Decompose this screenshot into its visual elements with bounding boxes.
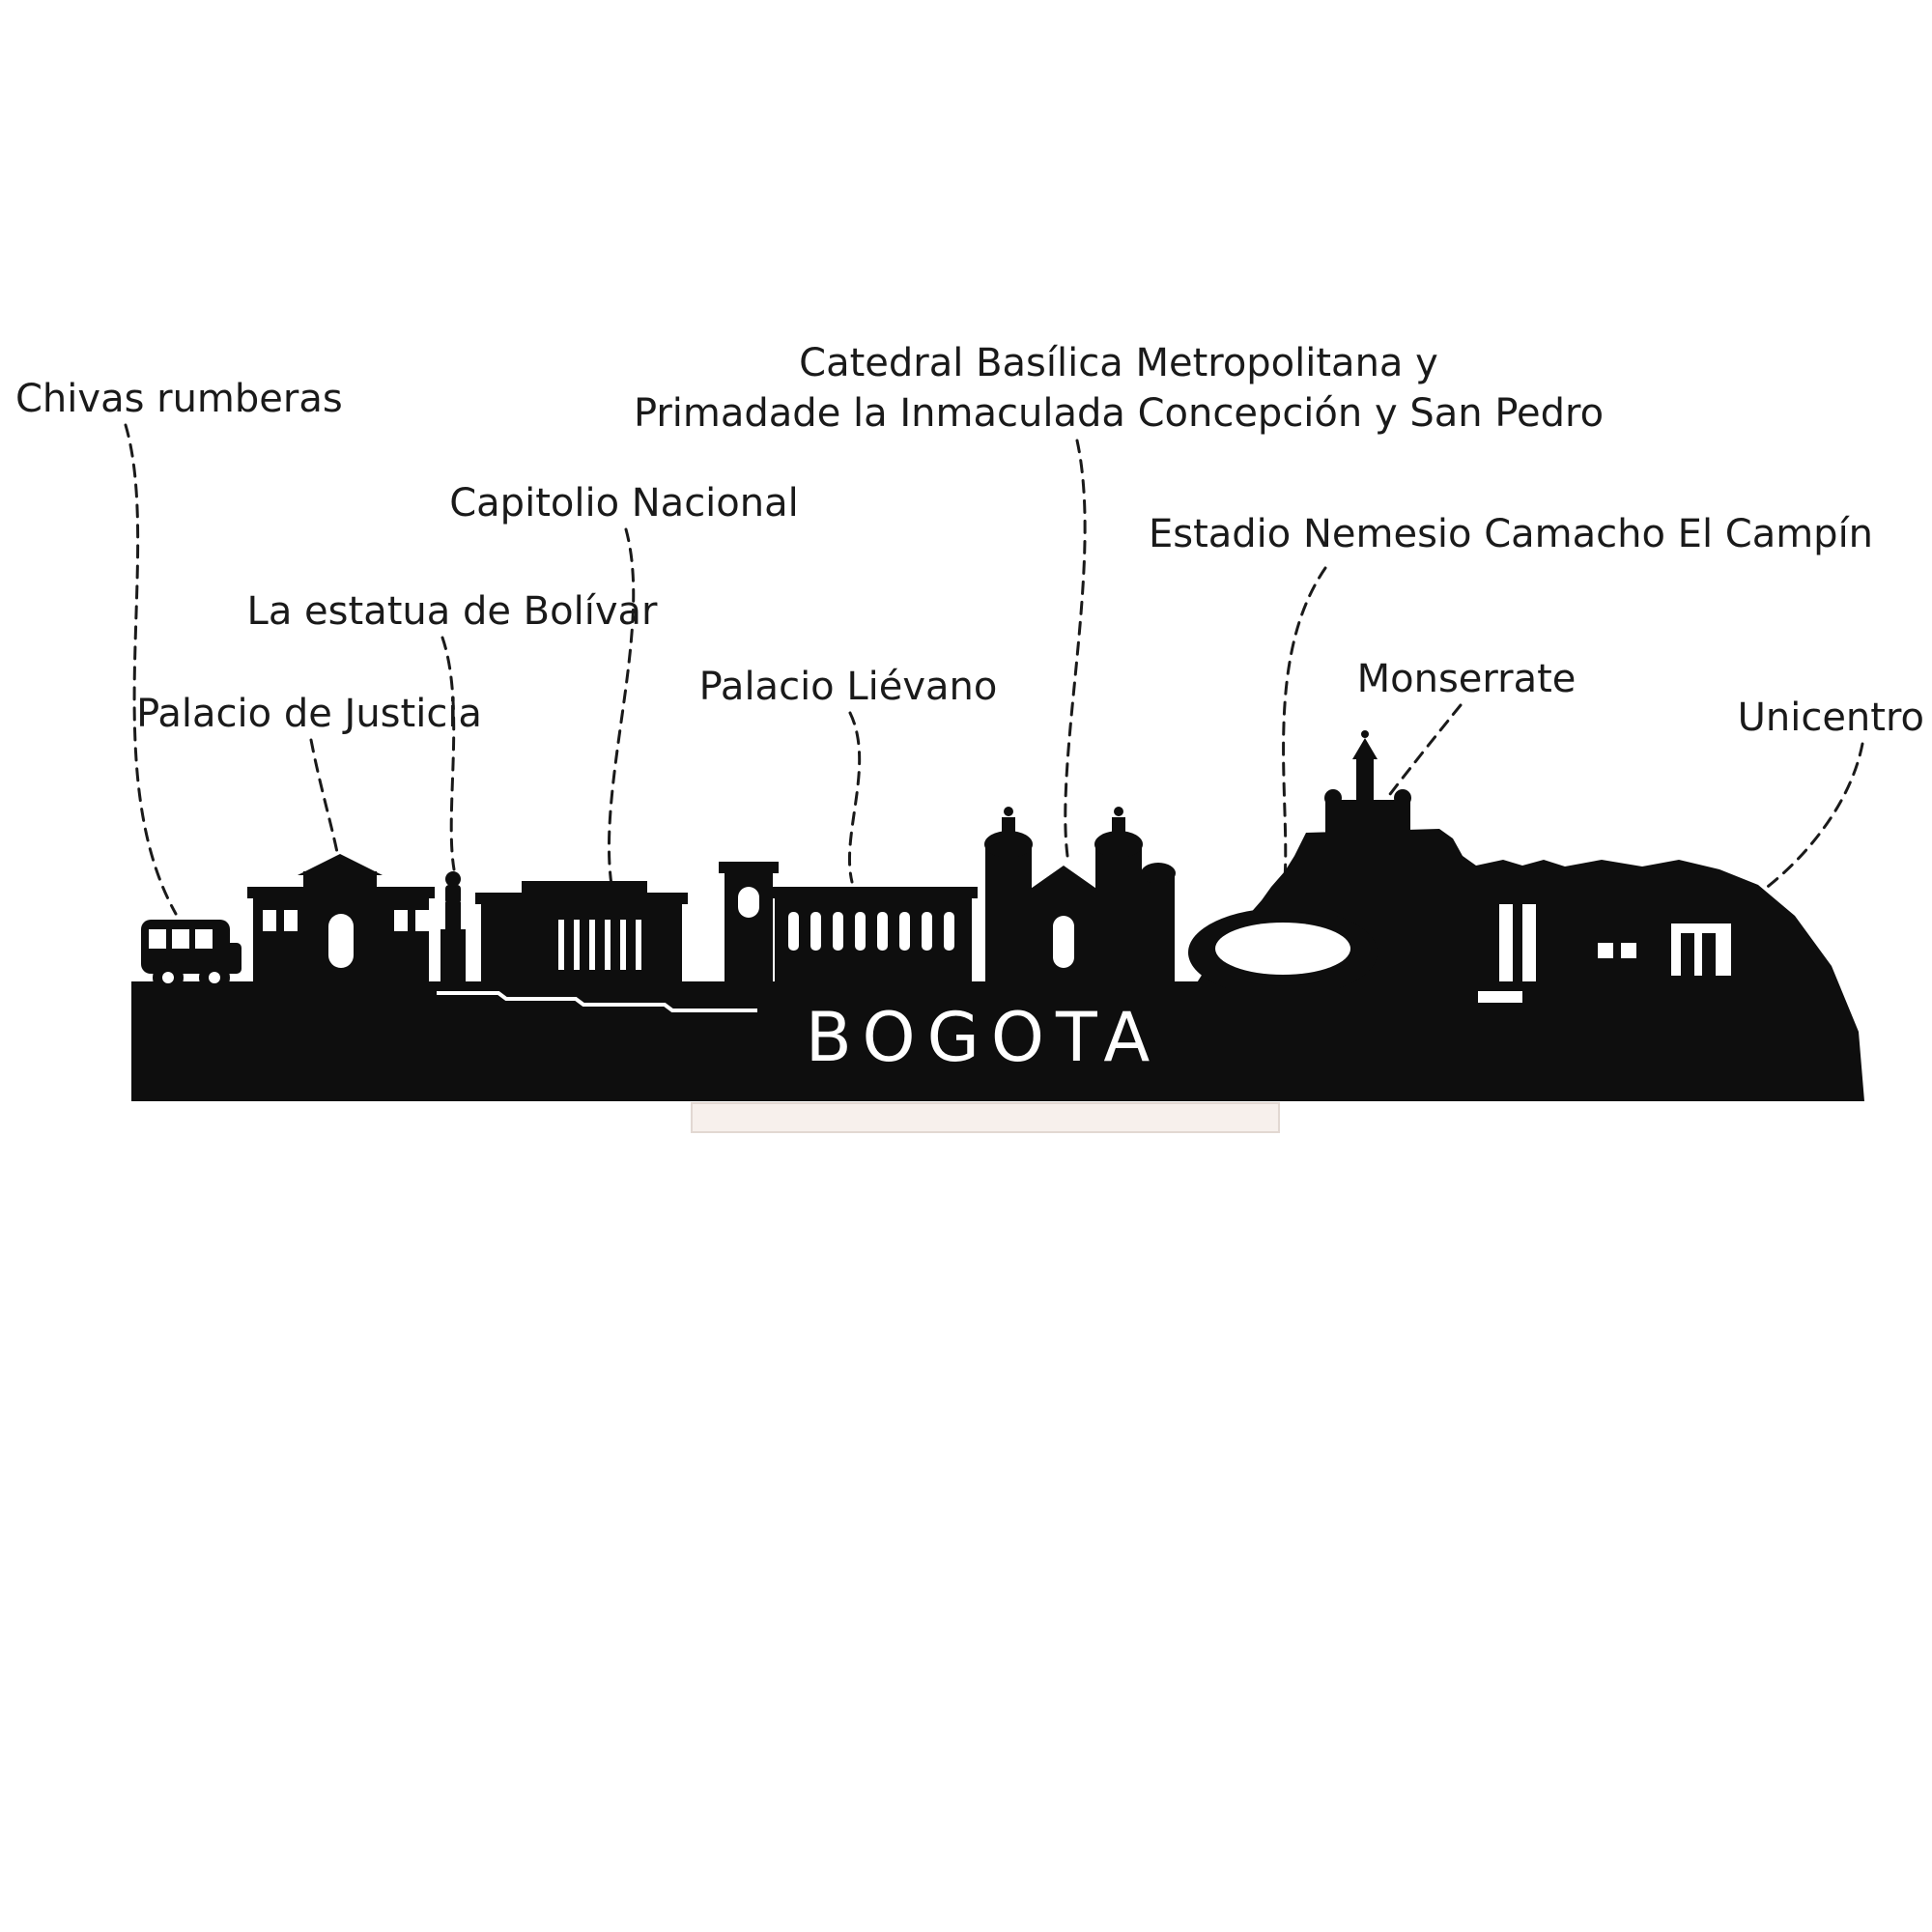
- bus-window-cutout: [149, 929, 166, 949]
- low-window-cutout: [1478, 991, 1522, 1003]
- leader-line-justicia: [309, 738, 342, 869]
- palacio-lievano-silhouette: [719, 862, 978, 985]
- catedral-silhouette: [984, 807, 1176, 985]
- city-name-cutout: BOGOTA: [806, 998, 1161, 1077]
- base-stand: [691, 1102, 1280, 1133]
- window-cutout: [263, 910, 276, 931]
- label-estadio-el-campin: Estadio Nemesio Camacho El Campín: [1148, 512, 1874, 556]
- label-estatua-de-bolivar: La estatua de Bolívar: [246, 589, 658, 634]
- leader-line-catedral: [1064, 439, 1087, 858]
- label-capitolio-nacional: Capitolio Nacional: [449, 481, 799, 526]
- arcade-arch-cutout: [788, 912, 799, 951]
- window-cutout: [284, 910, 298, 931]
- leader-line-bolivar: [440, 636, 456, 871]
- leader-line-chivas: [124, 423, 178, 916]
- monserrate-church-silhouette: [1324, 730, 1411, 842]
- arcade-arch-cutout: [922, 912, 932, 951]
- palacio-de-justicia-silhouette: [247, 854, 435, 985]
- bus-window-cutout: [195, 929, 213, 949]
- colonnade-slit: [620, 920, 626, 970]
- capitolio-nacional-silhouette: [475, 881, 688, 985]
- cathedral-door-cutout: [1053, 916, 1074, 968]
- arcade-arch-cutout: [833, 912, 843, 951]
- tower-window-cutout: [1522, 904, 1536, 981]
- tower-arch-cutout: [738, 887, 759, 918]
- road-line-cutout: [437, 991, 757, 1012]
- label-catedral-line1: Catedral Basílica Metropolitana y: [799, 341, 1438, 385]
- label-palacio-lievano: Palacio Liévano: [698, 665, 998, 709]
- arcade-arch-cutout: [877, 912, 888, 951]
- arcade-arch-cutout: [810, 912, 821, 951]
- colonnade-slit: [636, 920, 641, 970]
- colonnade-slit: [558, 920, 564, 970]
- window-cutout: [394, 910, 408, 931]
- leader-lines: [124, 423, 1864, 923]
- portal-door-cutout: [328, 914, 354, 968]
- label-chivas-rumberas: Chivas rumberas: [15, 377, 343, 421]
- arcade-arch-cutout: [855, 912, 866, 951]
- arcade-arch-cutout: [944, 912, 954, 951]
- arcade-arch-cutout: [899, 912, 910, 951]
- colonnade-slit: [589, 920, 595, 970]
- leader-line-lievano: [847, 711, 862, 884]
- label-palacio-de-justicia: Palacio de Justicia: [136, 692, 482, 736]
- stadium-field-cutout: [1215, 923, 1350, 975]
- label-monserrate: Monserrate: [1356, 657, 1577, 701]
- bogota-skyline-silhouette: BOGOTA: [131, 730, 1864, 1101]
- unicentro-area-cutouts: [1478, 904, 1731, 1003]
- unicentro-building-cutout: [1671, 923, 1731, 976]
- leader-line-monserrate: [1385, 703, 1463, 800]
- leader-line-capitolio: [608, 527, 636, 887]
- chiva-bus-silhouette: [141, 920, 242, 993]
- label-unicentro: Unicentro: [1737, 696, 1924, 740]
- colonnade-slit: [605, 920, 611, 970]
- bolivar-statue-silhouette: [440, 871, 466, 985]
- estadio-el-campin-silhouette: [1188, 908, 1378, 997]
- bus-window-cutout: [172, 929, 189, 949]
- square-window-cutout: [1598, 943, 1613, 958]
- label-catedral-line2: Primadade la Inmaculada Concepción y San…: [633, 391, 1605, 436]
- colonnade-slit: [574, 920, 580, 970]
- window-cutout: [415, 910, 429, 931]
- tower-window-cutout: [1499, 904, 1513, 981]
- ground-mass: [131, 981, 1208, 1101]
- label-catedral: Catedral Basílica Metropolitana y Primad…: [634, 338, 1604, 439]
- square-window-cutout: [1621, 943, 1636, 958]
